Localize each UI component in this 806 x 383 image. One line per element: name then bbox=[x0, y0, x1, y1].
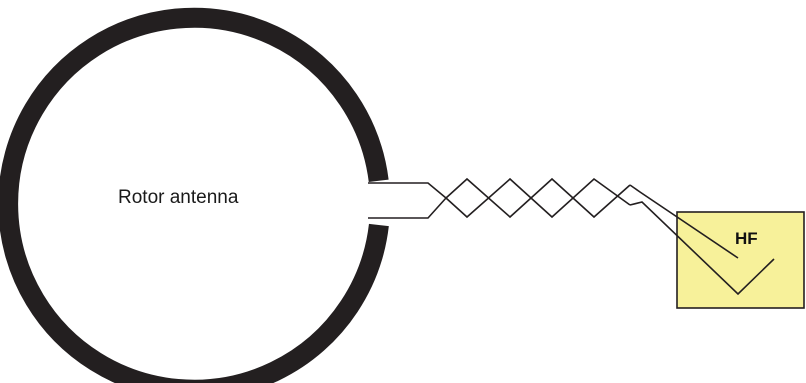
wire-into-box-upper bbox=[629, 184, 739, 259]
hf-box bbox=[676, 211, 805, 309]
wire-into-box-lower bbox=[629, 201, 775, 296]
rotor-antenna-ring bbox=[0, 7, 389, 383]
rotor-antenna-label: Rotor antenna bbox=[118, 187, 239, 208]
hf-label: HF bbox=[735, 229, 758, 248]
twisted-wire-b bbox=[445, 177, 631, 219]
feed-line-upper bbox=[368, 182, 447, 199]
feed-line-lower bbox=[368, 197, 447, 219]
